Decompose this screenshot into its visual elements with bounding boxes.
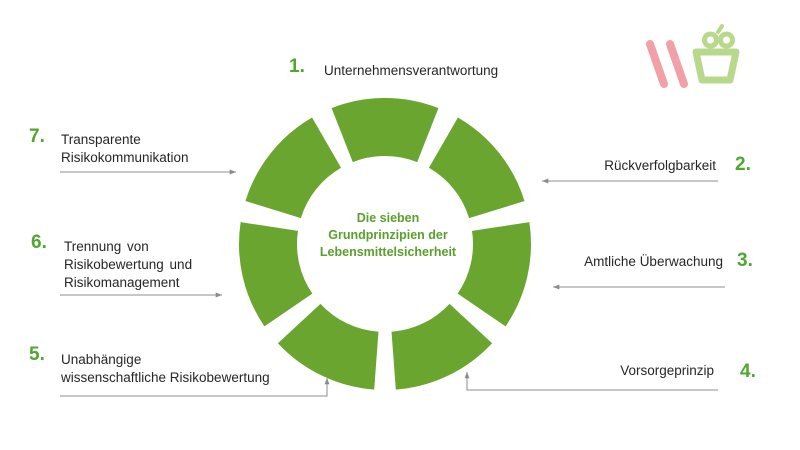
principle-3-label-line-1: Amtliche Überwachung: [584, 254, 723, 269]
center-title-line-2: Grundprinzipien der: [328, 228, 448, 242]
shopping-basket-logo-icon: [646, 24, 740, 88]
principle-5-number: 5.: [29, 344, 45, 365]
principle-7-label-line-1: Transparente: [61, 132, 141, 147]
logo-red-stroke-1: [646, 40, 668, 88]
center-title: Die sieben Grundprinzipien der Lebensmit…: [300, 210, 476, 261]
principle-5-label-line-1: Unabhängige: [61, 352, 142, 367]
wheel-segment-4: [391, 303, 493, 390]
center-title-line-3: Lebensmittelsicherheit: [319, 245, 457, 259]
principle-2-label: Rückverfolgbarkeit: [604, 157, 716, 175]
center-title-line-1: Die sieben: [356, 211, 420, 225]
wheel-segment-7: [245, 117, 342, 219]
principle-4-label-line-1: Vorsorgeprinzip: [620, 363, 714, 378]
logo-apple-right: [718, 31, 735, 49]
wheel-segment-6: [238, 222, 313, 327]
principle-3-label: Amtliche Überwachung: [584, 253, 723, 271]
principle-7-label-line-2: Risikokommunikation: [61, 150, 189, 165]
principle-7-label: Transparente Risikokommunikation: [61, 131, 189, 167]
wheel-segment-5: [277, 303, 379, 390]
principle-1-number: 1.: [289, 56, 305, 77]
principle-4-number: 4.: [740, 361, 756, 382]
principle-1-label: Unternehmensverantwortung: [324, 62, 498, 80]
principle-5-label-line-2: wissenschaftliche Risikobewertung: [61, 370, 270, 385]
wheel-segment-2: [428, 117, 525, 219]
principle-7-number: 7.: [29, 126, 45, 147]
principle-6-number: 6.: [31, 232, 47, 253]
principle-4-label: Vorsorgeprinzip: [620, 362, 714, 380]
principle-3-number: 3.: [737, 250, 753, 271]
principle-6-label-line-3: Risikomanagement: [64, 275, 180, 290]
principle-1-label-line-1: Unternehmensverantwortung: [324, 63, 499, 78]
logo-apple-left: [702, 31, 719, 49]
logo-basket-body: [692, 48, 740, 84]
principle-6-label: Trennung von Risikobewertung und Risikom…: [64, 238, 192, 292]
principle-6-label-line-1: Trennung von: [64, 239, 149, 254]
logo-red-stroke-2: [666, 40, 688, 88]
logo-stem: [716, 24, 724, 34]
wheel-segment-3: [457, 222, 531, 327]
principle-5-label: Unabhängige wissenschaftliche Risikobewe…: [61, 351, 270, 387]
wheel-segment-1: [331, 98, 439, 163]
principle-6-label-line-2: Risikobewertung und: [64, 257, 193, 272]
principle-2-number: 2.: [735, 154, 751, 175]
principle-2-label-line-1: Rückverfolgbarkeit: [604, 158, 716, 173]
